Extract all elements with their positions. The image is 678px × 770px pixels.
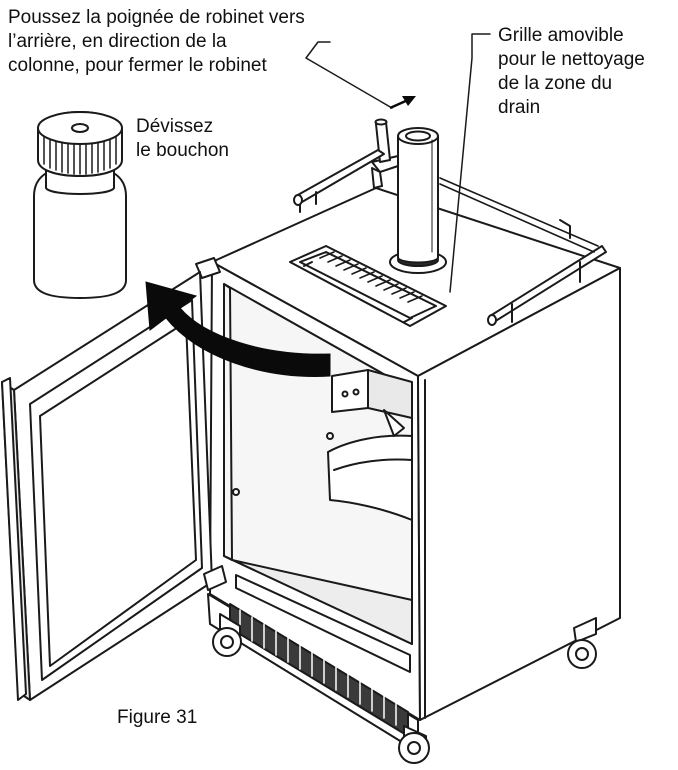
grille-label-line: pour le nettoyage bbox=[498, 49, 645, 70]
tower-column bbox=[397, 135, 439, 264]
drip-tray bbox=[289, 245, 447, 327]
cabinet-floor bbox=[223, 555, 413, 645]
open-door bbox=[1, 271, 227, 701]
faucet-instruction-line: l’arrière, en direction de la bbox=[8, 31, 227, 52]
faucet-instruction-label: Poussez la poignée de robinet vers l’arr… bbox=[8, 6, 305, 78]
leader-lines bbox=[305, 33, 491, 293]
cap-label-line: Dévissez bbox=[136, 116, 214, 137]
drip-tray-outline bbox=[289, 245, 447, 327]
push-arrow bbox=[389, 96, 416, 110]
grille-label-line: drain bbox=[498, 97, 541, 118]
coupler-bottle bbox=[33, 111, 127, 299]
faucet-instruction-line: Poussez la poignée de robinet vers bbox=[8, 7, 305, 28]
cabinet bbox=[195, 187, 621, 721]
door-glass-frame bbox=[29, 299, 203, 681]
caster-front-right bbox=[398, 725, 430, 764]
cabinet-right-side bbox=[417, 267, 621, 721]
grille-label-line: Grille amovible bbox=[498, 25, 624, 46]
door-glass bbox=[39, 321, 197, 667]
grille-label: Grille amovible pour le nettoyage de la … bbox=[498, 24, 645, 120]
hinge-bottom bbox=[203, 565, 227, 591]
grille-label-line: de la zone du bbox=[498, 73, 613, 94]
caster-front-left bbox=[212, 613, 242, 657]
interior-shelf bbox=[327, 434, 413, 521]
cap-label-line: le bouchon bbox=[136, 140, 229, 161]
beer-tower bbox=[371, 118, 447, 274]
figure-caption: Figure 31 bbox=[117, 707, 198, 728]
curved-arrow bbox=[145, 281, 331, 377]
caster-back-right bbox=[567, 617, 597, 669]
leader-faucet bbox=[305, 41, 393, 109]
faucet-instruction-line: colonne, pour fermer le robinet bbox=[8, 55, 267, 76]
casters bbox=[212, 613, 597, 764]
cap-label: Dévissez le bouchon bbox=[136, 115, 229, 163]
interior-bracket bbox=[331, 369, 369, 413]
leader-grille bbox=[449, 33, 491, 293]
door-handle-side bbox=[1, 377, 27, 701]
top-rails bbox=[293, 149, 607, 326]
